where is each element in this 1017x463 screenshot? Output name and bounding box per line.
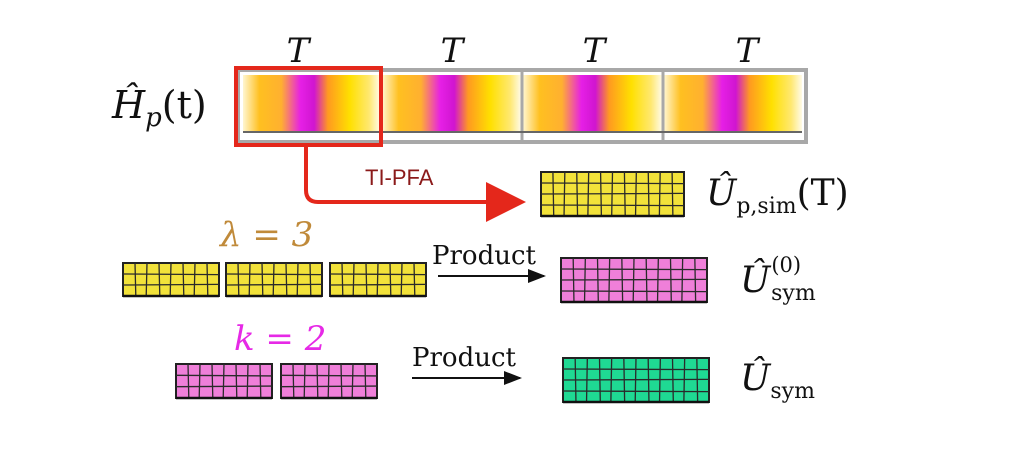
lambda-label: λ = 3 <box>218 215 313 255</box>
u-sym0-block <box>560 257 708 304</box>
u-sim-subscript: p,sim <box>736 194 796 219</box>
pulse-period-3 <box>523 75 662 132</box>
period-label-1: T <box>287 31 312 71</box>
first-period-highlight <box>234 66 383 147</box>
u-sim-label: Ûp,sim(T) <box>706 172 849 219</box>
yellow-block-3 <box>329 262 427 298</box>
product-label-1: Product <box>432 241 537 271</box>
u-sym-subscript: sym <box>770 379 815 404</box>
yellow-block-2 <box>225 262 323 298</box>
u-sim-block <box>540 171 685 218</box>
period-labels: T T T T <box>287 31 761 71</box>
u-sym0-label: Û(0)sym <box>740 253 816 306</box>
svg-text:Ĥp(t): Ĥp(t) <box>111 83 207 133</box>
pulse-period-1 <box>243 75 380 132</box>
tipfa-arrow <box>304 146 526 222</box>
pulse-period-2 <box>382 75 521 132</box>
pulse-strip <box>234 66 808 147</box>
u-sym0-subscript: sym <box>771 281 816 306</box>
blocks-layer <box>122 171 710 404</box>
yellow-block-1 <box>122 262 220 298</box>
u-sym-block <box>562 357 710 404</box>
hamiltonian-argument: (t) <box>162 83 207 127</box>
hamiltonian-label: Ĥp(t) <box>111 83 207 133</box>
period-label-2: T <box>441 31 466 71</box>
u-sym-label: Ûsym <box>740 357 815 404</box>
u-sim-argument: (T) <box>797 173 849 214</box>
k-label: k = 2 <box>234 319 326 359</box>
pink-block-1 <box>175 363 273 400</box>
pulse-period-4 <box>664 75 802 132</box>
u-sym0-superscript: (0) <box>771 253 801 277</box>
tipfa-label: TI-PFA <box>365 165 434 190</box>
period-label-3: T <box>583 31 608 71</box>
period-label-4: T <box>736 31 761 71</box>
hamiltonian-symbol: Ĥ <box>111 83 146 127</box>
product-label-2: Product <box>412 343 517 373</box>
hamiltonian-subscript: p <box>145 103 162 133</box>
pink-block-2 <box>280 363 378 400</box>
